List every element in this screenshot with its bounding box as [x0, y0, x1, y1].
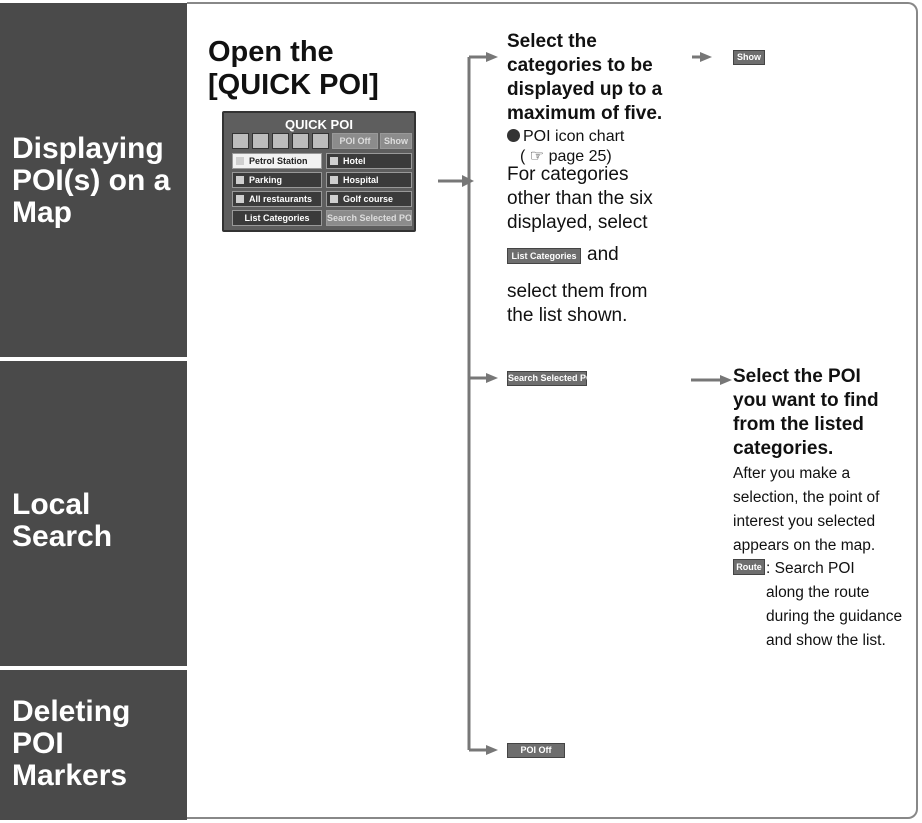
route-description: : Search POI along the route during the …: [766, 560, 903, 649]
slot-2: [252, 133, 269, 149]
select-categories-heading: Select the categories to be displayed up…: [507, 31, 663, 124]
route-inline-button: Route: [733, 559, 765, 575]
selection-description: After you make a selection, the point of…: [733, 465, 880, 554]
parking-item[interactable]: Parking: [232, 172, 322, 188]
hospital-icon: [330, 176, 338, 184]
section-local-search: Local Search: [0, 361, 187, 666]
show-button[interactable]: Show: [380, 133, 412, 149]
page-reference: ( ☞ page 25): [520, 148, 612, 165]
quick-poi-title: QUICK POI: [285, 117, 353, 132]
restaurant-icon: [236, 195, 244, 203]
parking-icon: [236, 176, 244, 184]
list-categories-button[interactable]: List Categories: [232, 210, 322, 226]
poi-off-button[interactable]: POI Off: [332, 133, 378, 149]
petrol-station-item[interactable]: Petrol Station: [232, 153, 322, 169]
open-quick-poi-title: Open the [QUICK POI]: [208, 36, 379, 101]
section-displaying-poi: Displaying POI(s) on a Map: [0, 3, 187, 357]
all-restaurants-item[interactable]: All restaurants: [232, 191, 322, 207]
quick-poi-screen: QUICK POI POI Off Show Petrol Station Ho…: [222, 111, 416, 232]
golf-icon: [330, 195, 338, 203]
search-selected-poi-inline-button: Search Selected POI: [507, 371, 596, 386]
search-selected-poi-button[interactable]: Search Selected POI: [326, 210, 412, 226]
golf-course-item[interactable]: Golf course: [326, 191, 412, 207]
section-deleting-poi: Deleting POI Markers: [0, 670, 187, 820]
and-text: and: [587, 244, 619, 265]
poi-off-inline-button: POI Off: [507, 743, 565, 758]
hotel-icon: [330, 157, 338, 165]
select-from-list-text: select them from the list shown.: [507, 281, 648, 326]
select-poi-heading: Select the POI you want to find from the…: [733, 366, 879, 459]
slot-4: [292, 133, 309, 149]
hotel-item[interactable]: Hotel: [326, 153, 412, 169]
show-inline-button: Show: [733, 50, 765, 65]
hospital-item[interactable]: Hospital: [326, 172, 412, 188]
slot-3: [272, 133, 289, 149]
bullet-icon: [507, 129, 520, 142]
poi-icon-chart-bullet: POI icon chart: [507, 127, 624, 147]
slot-1: [232, 133, 249, 149]
petrol-station-icon: [236, 157, 244, 165]
other-categories-text: For categories other than the six displa…: [507, 164, 653, 233]
list-categories-inline-button: List Categories: [507, 248, 581, 264]
slot-5: [312, 133, 329, 149]
